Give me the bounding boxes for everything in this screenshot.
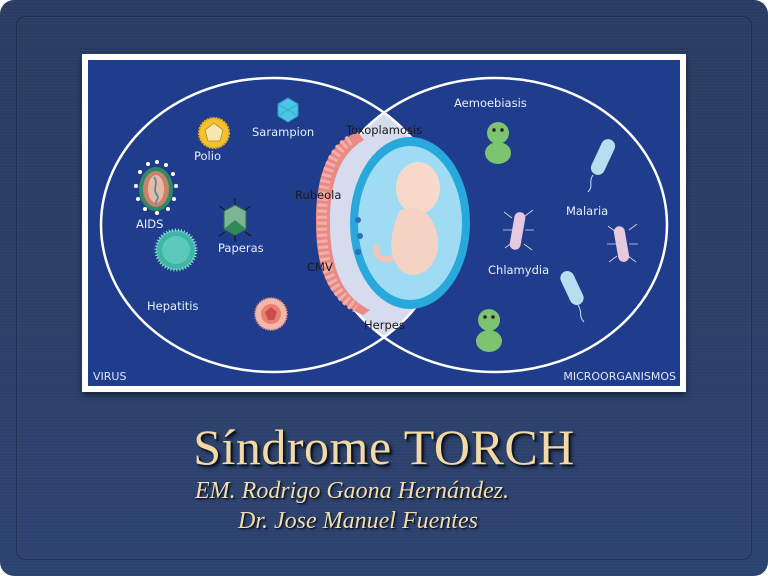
author-2: Dr. Jose Manuel Fuentes (238, 508, 478, 534)
slide-title: Síndrome TORCH (193, 419, 575, 475)
figure-canvas: Polio Sarampion AIDS Paperas Hepatitis T… (88, 60, 680, 386)
label-chlamydia: Chlamydia (488, 263, 550, 277)
label-aids: AIDS (136, 217, 164, 231)
measles-virus-icon (277, 97, 299, 123)
venn-diagram (99, 76, 669, 374)
label-aemoebiasis: Aemoebiasis (454, 96, 527, 110)
hepatitis-virus-icon (154, 228, 198, 272)
label-sarampion: Sarampion (252, 125, 315, 139)
bacillus-icon (587, 139, 616, 193)
label-herpes: Herpes (364, 318, 405, 332)
amoeba-icon (485, 122, 511, 164)
label-rubeola: Rubeola (295, 188, 342, 202)
bacterium-icon-2 (607, 223, 638, 263)
herpes-virus-icon (254, 297, 288, 331)
bacterium-icon (503, 209, 534, 251)
author-1: EM. Rodrigo Gaona Hernández. (195, 478, 509, 504)
polio-virus-icon (198, 117, 230, 149)
fetus-in-womb-icon (316, 132, 470, 315)
label-malaria: Malaria (566, 204, 609, 218)
hiv-virus-icon (134, 160, 178, 215)
stitched-border (16, 16, 752, 560)
label-cmv: CMV (307, 260, 333, 274)
torch-venn-figure: Polio Sarampion AIDS Paperas Hepatitis T… (82, 54, 686, 392)
set-label-virus: VIRUS (93, 370, 127, 383)
set-label-microorganismos: MICROORGANISMOS (563, 370, 676, 383)
amoeba-icon-2 (476, 309, 502, 352)
bacillus-icon-2 (560, 271, 585, 323)
label-polio: Polio (194, 149, 221, 163)
label-toxoplamosis: Toxoplamosis (346, 123, 423, 137)
label-paperas: Paperas (218, 241, 264, 255)
mumps-virus-icon (218, 198, 252, 242)
label-hepatitis: Hepatitis (147, 299, 199, 313)
